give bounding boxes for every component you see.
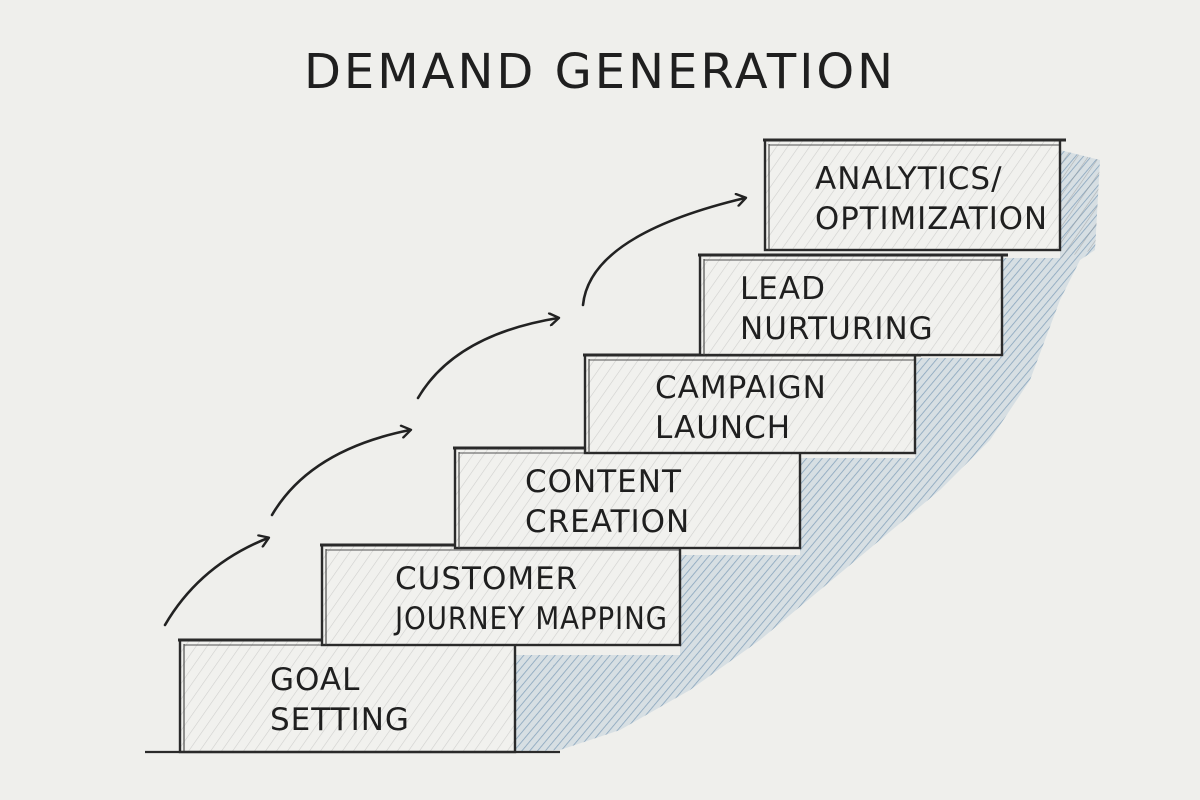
staircase-steps: GOAL SETTING CUSTOMER JOURNEY MAPPING CONTEN…: [178, 138, 1066, 754]
step-1: GOAL SETTING: [178, 638, 521, 754]
step-1-label-line1: GOAL: [270, 662, 360, 698]
step-2-label-line2: JOURNEY MAPPING: [393, 601, 668, 637]
step-1-label-line2: SETTING: [270, 702, 410, 738]
curved-arrow-icon: [416, 318, 558, 400]
curved-arrow-icon: [270, 430, 410, 517]
step-3: CONTENT CREATION: [453, 446, 806, 550]
curved-arrow-icon: [163, 538, 268, 627]
step-4-label-line1: CAMPAIGN: [655, 370, 827, 406]
stair-shadow-hatch: [1060, 150, 1100, 258]
step-face-hatch: [322, 545, 680, 645]
step-4-label-line2: LAUNCH: [655, 410, 791, 446]
step-5-label-line2: NURTURING: [740, 311, 934, 347]
step-face-hatch: [180, 640, 515, 752]
progress-arrows: [163, 198, 745, 627]
step-6: ANALYTICS/OPTIMIZATION: [763, 138, 1066, 252]
step-face-hatch: [455, 448, 800, 548]
step-outline: [763, 138, 1062, 252]
diagram-title: DEMAND GENERATION: [304, 44, 896, 100]
stair-shadow: [515, 150, 1100, 752]
step-face-hatch: [700, 255, 1002, 355]
step-4: CAMPAIGN LAUNCH: [583, 353, 921, 455]
step-5-label-line1: LEAD: [740, 271, 826, 307]
step-3-label-line1: CONTENT: [525, 464, 682, 500]
step-2-label-line1: CUSTOMER: [395, 561, 578, 597]
curved-arrow-icon: [581, 198, 745, 307]
step-outline: [698, 253, 1004, 357]
step-face-hatch: [765, 140, 1060, 250]
step-3-label-line2: CREATION: [525, 504, 690, 540]
step-5: LEAD NURTURING: [698, 253, 1008, 357]
step-2: CUSTOMER JOURNEY MAPPING: [320, 543, 686, 647]
step-6-label-line2: OPTIMIZATION: [815, 201, 1048, 237]
step-6-label-line1: ANALYTICS/: [815, 161, 1003, 197]
step-face-hatch: [585, 355, 915, 453]
